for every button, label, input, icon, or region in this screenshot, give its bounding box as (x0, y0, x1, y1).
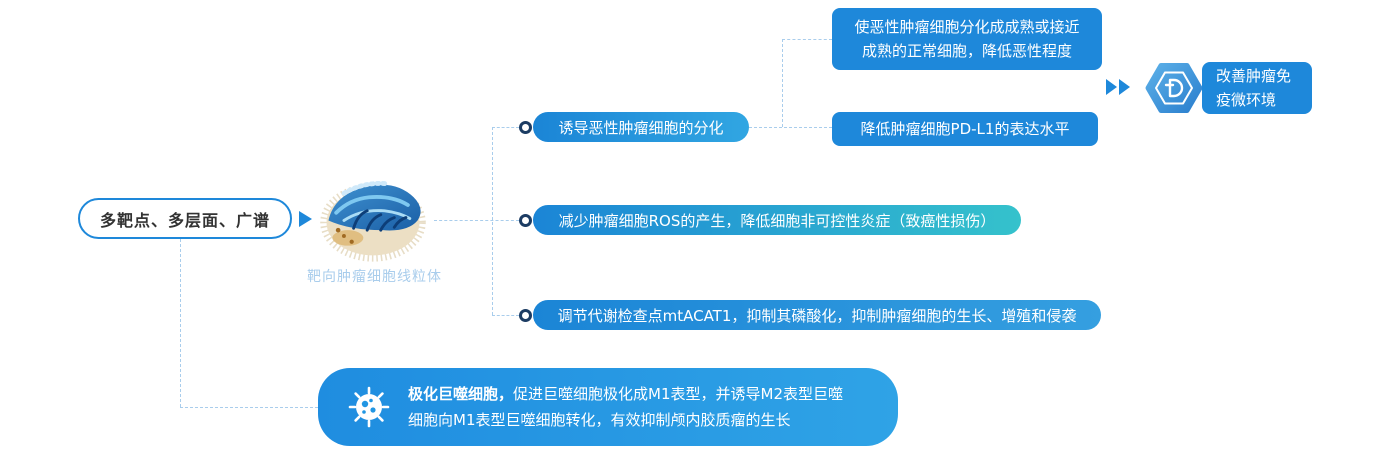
mechanism-label: 减少肿瘤细胞ROS的产生，降低细胞非可控性炎症（致癌性损伤） (558, 211, 996, 230)
connector-stub-mechanism-1 (492, 127, 519, 128)
connector-stub-mechanism-3 (492, 315, 519, 316)
connector-outcome-vertical (782, 39, 783, 127)
outcome-box-pdl1: 降低肿瘤细胞PD-L1的表达水平 (832, 112, 1098, 146)
connector-mito-right (434, 220, 519, 221)
outcome-label: 使恶性肿瘤细胞分化成成熟或接近成熟的正常细胞，降低恶性程度 (854, 18, 1080, 60)
double-chevron-icon (1106, 79, 1117, 95)
outcome-box-maturation: 使恶性肿瘤细胞分化成成熟或接近成熟的正常细胞，降低恶性程度 (832, 8, 1102, 70)
mechanism-label: 诱导恶性肿瘤细胞的分化 (558, 118, 724, 137)
connector-source-down (180, 239, 181, 407)
mechanism-pill-differentiation: 诱导恶性肿瘤细胞的分化 (533, 112, 749, 142)
hexagon-icon (1145, 63, 1203, 113)
source-node-label: 多靶点、多层面、广谱 (99, 210, 270, 230)
macrophage-box: 极化巨噬细胞，促进巨噬细胞极化成M1表型，并诱导M2表型巨噬细胞向M1表型巨噬细… (318, 368, 898, 446)
mitochondria-icon (320, 180, 426, 262)
source-node: 多靶点、多层面、广谱 (78, 198, 292, 239)
arrow-right-icon (299, 211, 312, 227)
final-outcome-label: 改善肿瘤免疫微环境 (1216, 67, 1292, 109)
macrophage-text: 极化巨噬细胞，促进巨噬细胞极化成M1表型，并诱导M2表型巨噬细胞向M1表型巨噬细… (408, 381, 850, 433)
mitochondria-illustration (314, 174, 432, 266)
mechanism-label: 调节代谢检查点mtACAT1，抑制其磷酸化，抑制肿瘤细胞的生长、增殖和侵袭 (557, 306, 1077, 325)
hexagon-badge-icon (1142, 56, 1206, 120)
macrophage-text-lead: 极化巨噬细胞， (408, 385, 514, 403)
double-chevron-icon (1119, 79, 1130, 95)
node-dot (519, 121, 532, 134)
connector-to-outcome1 (782, 39, 832, 40)
outcome-label: 降低肿瘤细胞PD-L1的表达水平 (860, 120, 1070, 138)
macrophage-icon (348, 386, 390, 428)
connector-branch-vertical (492, 127, 493, 315)
mitochondria-caption: 靶向肿瘤细胞线粒体 (307, 269, 442, 285)
macrophage-text-body: 促进巨噬细胞极化成M1表型，并诱导M2表型巨噬细胞向M1表型巨噬细胞转化，有效抑… (408, 385, 843, 429)
connector-source-to-macrophage (180, 407, 318, 408)
node-dot (519, 309, 532, 322)
node-dot (519, 214, 532, 227)
final-outcome-box: 改善肿瘤免疫微环境 (1202, 62, 1312, 114)
connector-mechanism1-to-outcome2 (749, 127, 832, 128)
mechanism-pill-ros: 减少肿瘤细胞ROS的产生，降低细胞非可控性炎症（致癌性损伤） (533, 205, 1021, 235)
mechanism-pill-mtacat1: 调节代谢检查点mtACAT1，抑制其磷酸化，抑制肿瘤细胞的生长、增殖和侵袭 (533, 300, 1101, 330)
